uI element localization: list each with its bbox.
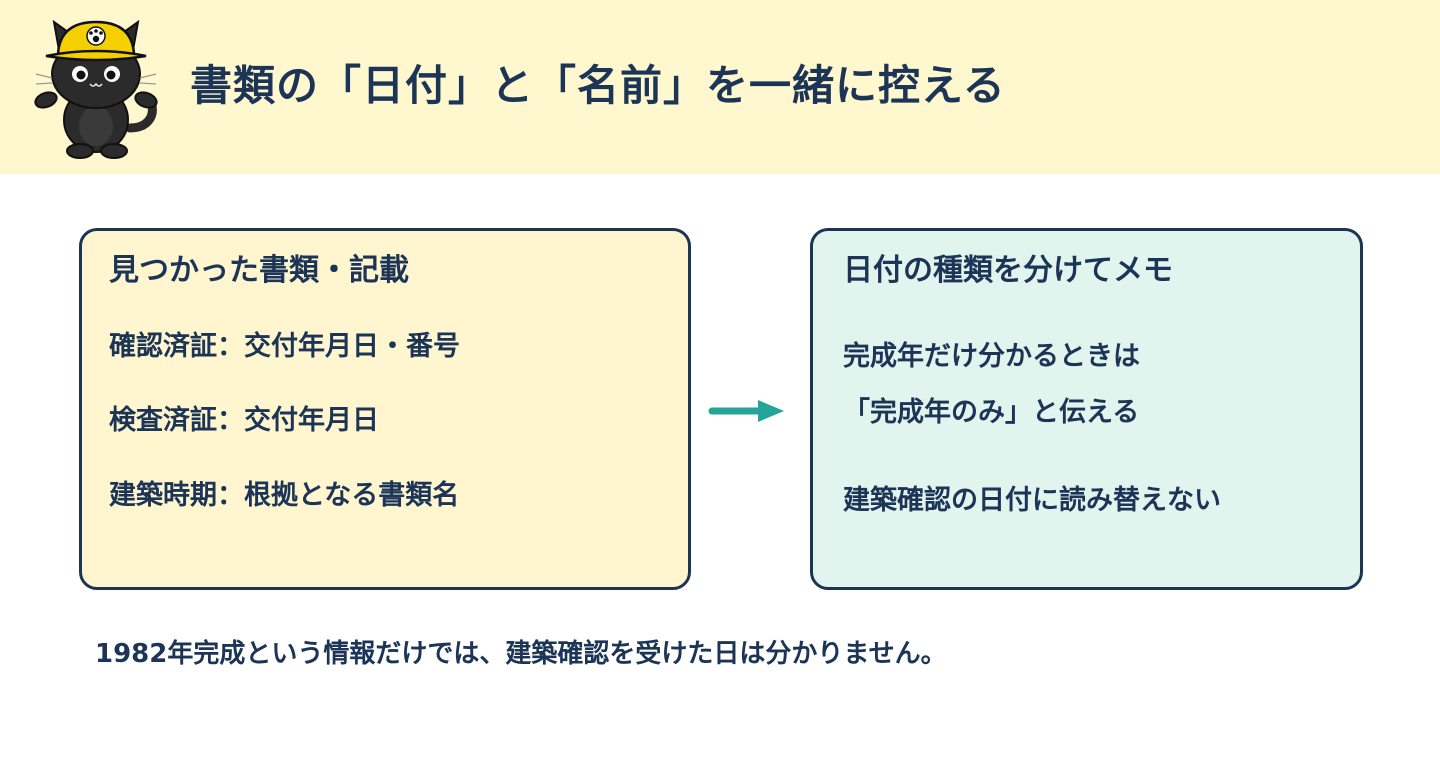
found-documents-item: 確認済証：交付年月日・番号 (109, 331, 460, 362)
cat-mascot-icon (34, 19, 158, 159)
date-memo-card: 日付の種類を分けてメモ 完成年だけ分かるときは 「完成年のみ」と伝える 建築確認… (810, 228, 1363, 590)
date-memo-line: 建築確認の日付に読み替えない (843, 485, 1221, 516)
found-documents-card: 見つかった書類・記載 確認済証：交付年月日・番号 検査済証：交付年月日 建築時期… (79, 228, 691, 590)
found-documents-title: 見つかった書類・記載 (109, 253, 409, 288)
date-memo-title: 日付の種類を分けてメモ (843, 253, 1173, 288)
found-documents-item: 検査済証：交付年月日 (109, 405, 379, 436)
date-memo-line: 完成年だけ分かるときは (843, 341, 1140, 372)
date-memo-line: 「完成年のみ」と伝える (843, 397, 1140, 428)
footer-note: 1982年完成という情報だけでは、建築確認を受けた日は分かりません。 (95, 639, 947, 669)
arrow-right-icon (708, 400, 784, 422)
page-title: 書類の「日付」と「名前」を一緒に控える (190, 61, 1006, 110)
header-banner: 書類の「日付」と「名前」を一緒に控える (0, 0, 1440, 174)
found-documents-item: 建築時期：根拠となる書類名 (109, 480, 460, 511)
